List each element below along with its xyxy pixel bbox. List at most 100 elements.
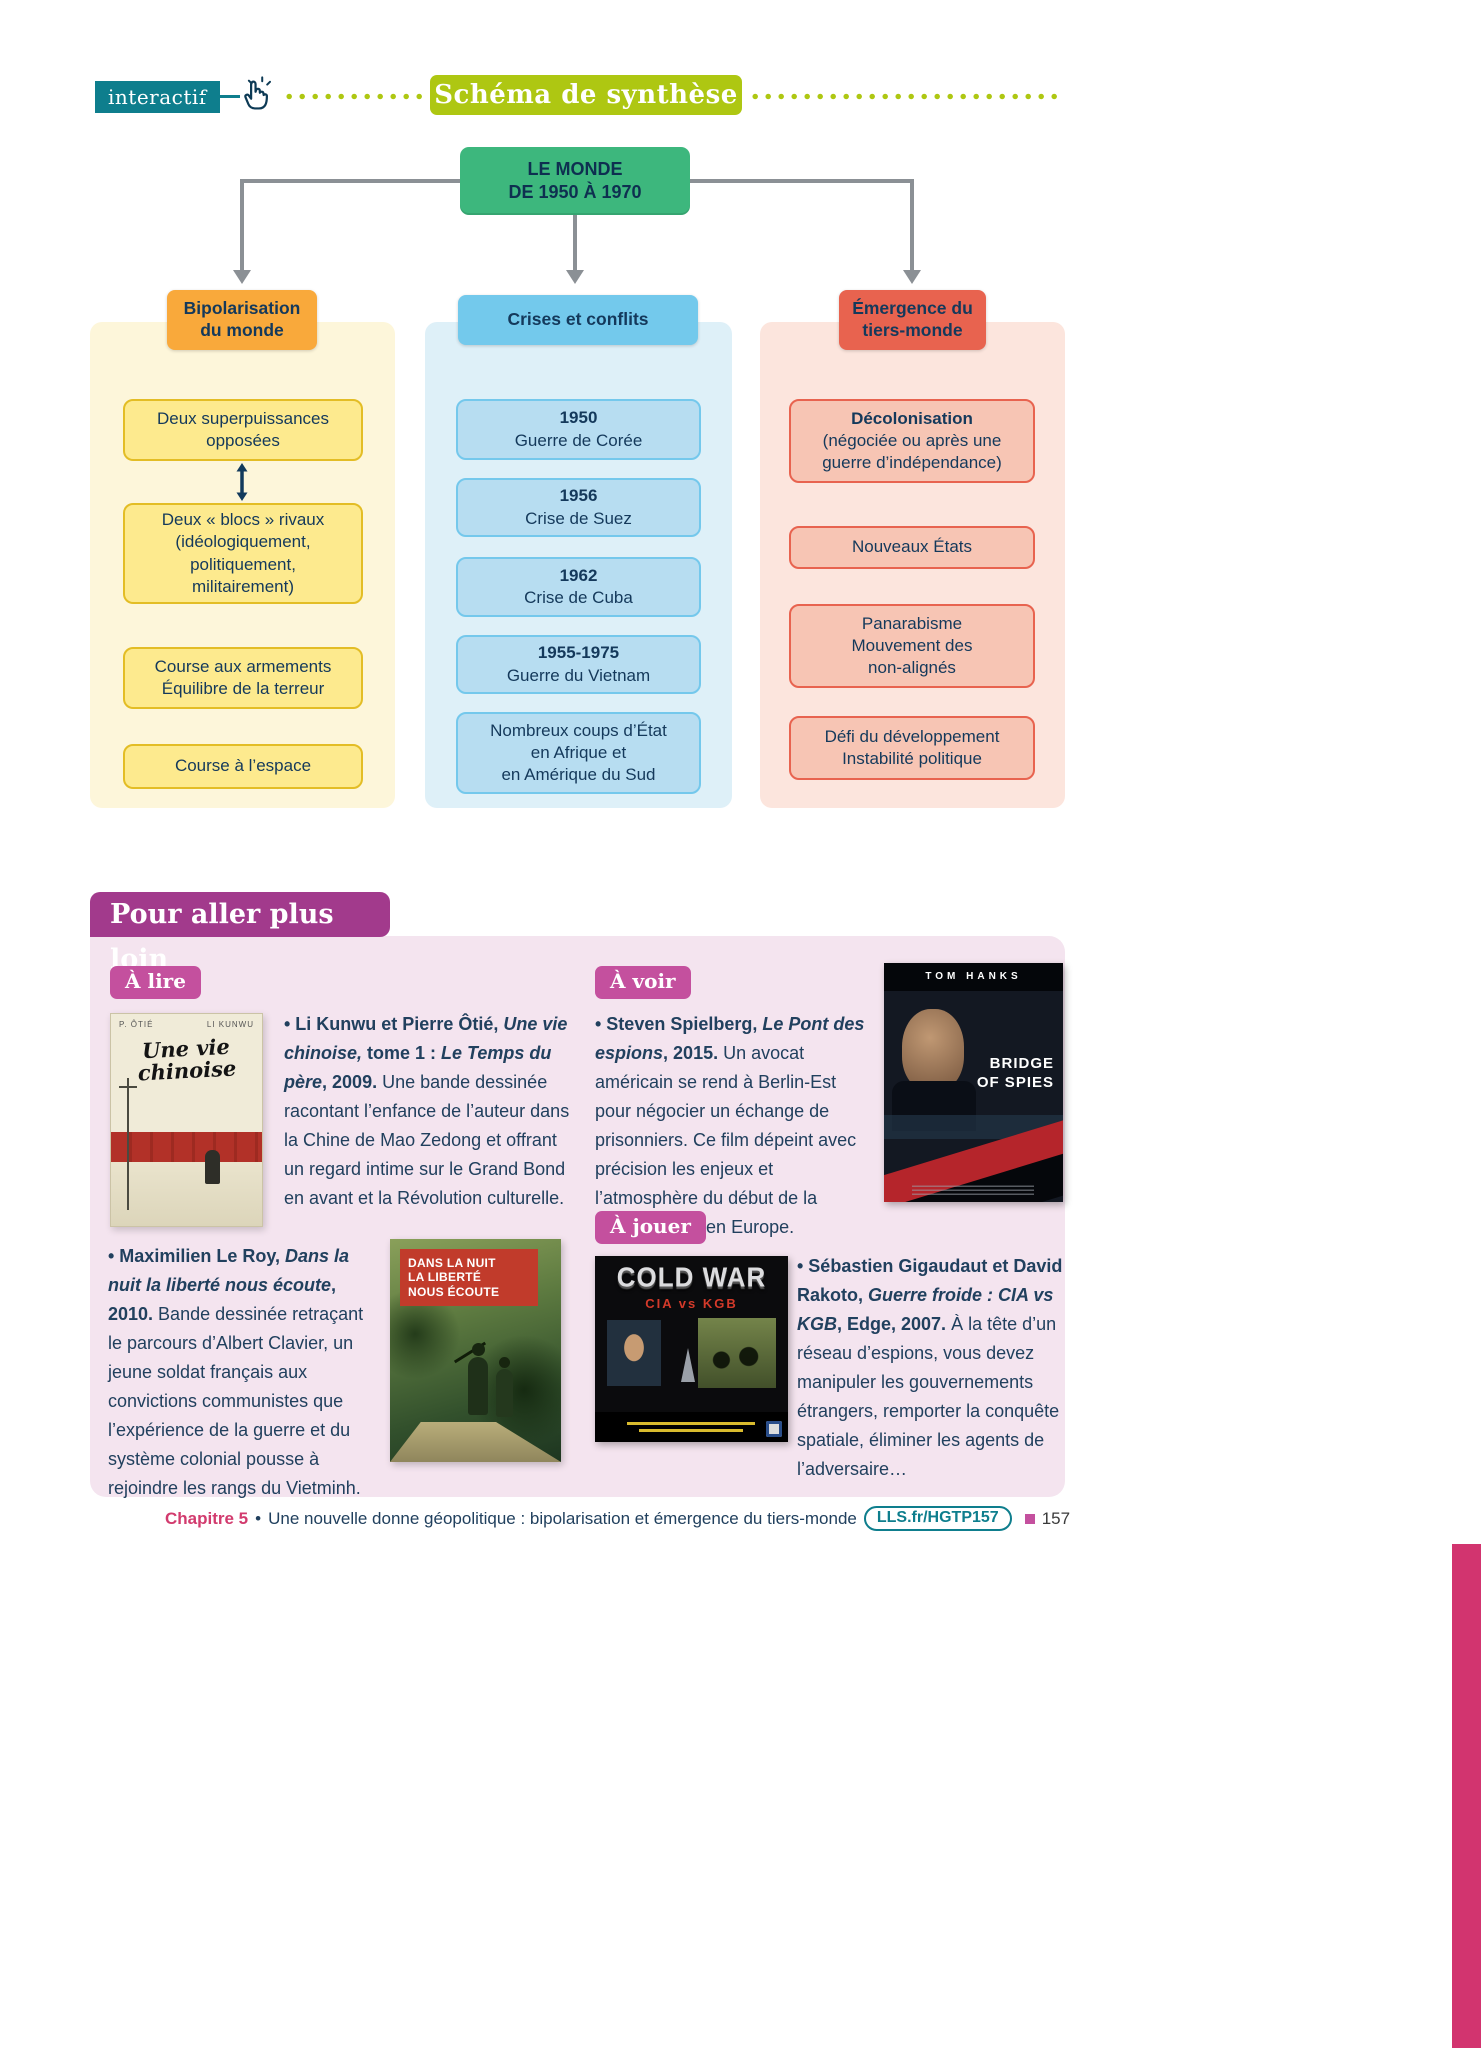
diagram-root-node: LE MONDE DE 1950 À 1970	[460, 147, 690, 215]
text-segment: • Li Kunwu et Pierre Ôtié,	[284, 1014, 504, 1034]
badge-a-lire: À lire	[110, 966, 201, 999]
hand-cursor-icon	[240, 74, 280, 114]
movie-poster-bridge-of-spies: TOM HANKS BRIDGE OF SPIES	[884, 963, 1063, 1202]
text-segment: • Sébastien Gigaudaut et David Rakoto,	[797, 1256, 1063, 1305]
cover-author-left: P. ÔTIÉ	[119, 1020, 154, 1029]
box-course-espace: Course à l’espace	[123, 744, 363, 789]
text-segment: • Maximilien Le Roy,	[108, 1246, 286, 1266]
dotted-line-right	[752, 93, 1062, 100]
text-segment: , 2009.	[322, 1072, 378, 1092]
arrow-down-icon	[903, 270, 921, 284]
game-tagline-line	[639, 1429, 743, 1432]
poster-actor-name: TOM HANKS	[884, 963, 1063, 991]
game-publisher-logo	[766, 1421, 782, 1437]
text-segment: Le Pont des espions	[595, 1014, 865, 1063]
text-segment: Bande dessinée retraçant le parcours d’A…	[108, 1304, 364, 1498]
column-header-tiers-monde: Émergence du tiers-monde	[839, 290, 986, 350]
box-crise-suez: 1956 Crise de Suez	[456, 478, 701, 537]
further-section-title: Pour aller plus loin	[90, 892, 390, 975]
a-lire-item-1: • Li Kunwu et Pierre Ôtié, Une vie chino…	[284, 1010, 576, 1213]
box-year: 1956	[559, 486, 598, 506]
game-bottom-band	[595, 1412, 788, 1442]
poster-title: BRIDGE OF SPIES	[976, 1055, 1054, 1091]
a-voir-item: • Steven Spielberg, Le Pont des espions,…	[595, 1010, 877, 1242]
cover-figure-head	[499, 1357, 510, 1368]
box-label: Guerre du Vietnam	[506, 665, 651, 685]
text-segment: Le Temps du père	[284, 1043, 552, 1092]
a-jouer-item: • Sébastien Gigaudaut et David Rakoto, G…	[797, 1252, 1067, 1484]
page-number: 157	[1041, 1508, 1071, 1528]
game-box-cold-war: COLD WAR CIA vs KGB	[595, 1256, 788, 1442]
box-title: Décolonisation	[851, 408, 973, 428]
connector-line	[690, 179, 914, 183]
box-nouveaux-etats: Nouveaux États	[789, 526, 1035, 569]
game-title: COLD WAR	[616, 1260, 767, 1294]
text-segment: Une bande dessinée racontant l’enfance d…	[284, 1072, 570, 1208]
arrow-down-icon	[233, 270, 251, 284]
box-defi-developpement: Défi du développement Instabilité politi…	[789, 716, 1035, 780]
text-segment: , Edge, 2007.	[837, 1314, 947, 1334]
book-cover-une-vie-chinoise: P. ÔTIÉ LI KUNWU Une vie chinoise	[110, 1013, 263, 1227]
box-guerre-coree: 1950 Guerre de Corée	[456, 399, 701, 460]
arrow-down-icon	[566, 270, 584, 284]
box-course-armements: Course aux armements Équilibre de la ter…	[123, 647, 363, 709]
cover-title: DANS LA NUIT LA LIBERTÉ NOUS ÉCOUTE	[400, 1249, 538, 1307]
cover-figure-silhouette	[496, 1369, 513, 1417]
box-blocs-rivaux: Deux « blocs » rivaux (idéologiquement, …	[123, 503, 363, 604]
badge-a-voir: À voir	[595, 966, 691, 999]
schema-title: Schéma de synthèse	[430, 75, 742, 115]
box-label: Crise de Cuba	[524, 588, 633, 607]
text-segment: Guerre froide : CIA vs KGB	[797, 1285, 1054, 1334]
cover-author-right: LI KUNWU	[206, 1020, 254, 1029]
box-year: 1962	[559, 565, 598, 585]
cover-figure-silhouette	[468, 1357, 488, 1415]
footer-lls-link[interactable]: LLS.fr/HGTP157	[863, 1506, 1012, 1531]
book-cover-dans-la-nuit: DANS LA NUIT LA LIBERTÉ NOUS ÉCOUTE	[390, 1239, 561, 1462]
connector-line	[240, 179, 460, 183]
cover-red-wall	[111, 1132, 262, 1162]
box-year: 1955-1975	[537, 643, 620, 663]
cover-pole-drawing	[127, 1078, 129, 1210]
box-coups-detat: Nombreux coups d’État en Afrique et en A…	[456, 712, 701, 794]
box-guerre-vietnam: 1955-1975 Guerre du Vietnam	[456, 635, 701, 694]
text-segment: ,	[663, 1043, 674, 1063]
game-photo-panel	[607, 1320, 661, 1386]
page-footer: Chapitre 5 • Une nouvelle donne géopolit…	[165, 1506, 1077, 1531]
cover-figure-head	[472, 1343, 485, 1356]
poster-credits-lines	[912, 1183, 1034, 1195]
badge-a-jouer: À jouer	[595, 1211, 706, 1244]
double-arrow-icon	[233, 462, 251, 502]
page-edge-tab	[1452, 1544, 1481, 2048]
cover-figure-drawing	[205, 1150, 220, 1184]
text-segment: tome 1 :	[362, 1043, 442, 1063]
column-header-crises: Crises et conflits	[458, 295, 698, 345]
text-segment: 2015.	[673, 1043, 719, 1063]
footer-separator: •	[255, 1508, 262, 1528]
text-segment: Dans la nuit la liberté nous écoute	[108, 1246, 350, 1295]
box-decolonisation: Décolonisation (négociée ou après une gu…	[789, 399, 1035, 483]
connector-line	[910, 179, 914, 272]
footer-chapter-title: Une nouvelle donne géopolitique : bipola…	[268, 1508, 857, 1528]
text-segment: Un avocat américain se rend à Berlin-Est…	[595, 1043, 857, 1237]
text-segment: À la tête d’un réseau d’espions, vous de…	[797, 1314, 1060, 1479]
game-art-panel	[698, 1318, 776, 1388]
game-tagline-line	[627, 1422, 755, 1425]
text-segment: • Steven Spielberg,	[595, 1014, 763, 1034]
connector-line	[573, 215, 577, 272]
poster-face	[902, 1009, 964, 1091]
column-header-bipolarisation: Bipolarisation du monde	[167, 290, 317, 350]
text-segment: ,	[331, 1275, 337, 1295]
footer-marker-square	[1024, 1513, 1035, 1524]
game-missile	[681, 1348, 695, 1382]
dotted-line-left	[286, 93, 426, 100]
box-label: Guerre de Corée	[514, 430, 643, 450]
game-subtitle: CIA vs KGB	[645, 1296, 738, 1311]
box-year: 1950	[559, 408, 598, 428]
box-panarabisme: Panarabisme Mouvement des non-alignés	[789, 604, 1035, 688]
interactif-connector-line	[198, 95, 240, 98]
footer-chapter: Chapitre 5	[165, 1508, 249, 1528]
cover-title: Une vie chinoise	[137, 1033, 237, 1086]
cover-pole-crossbar	[119, 1086, 137, 1088]
text-segment: Une vie chinoise,	[284, 1014, 568, 1063]
